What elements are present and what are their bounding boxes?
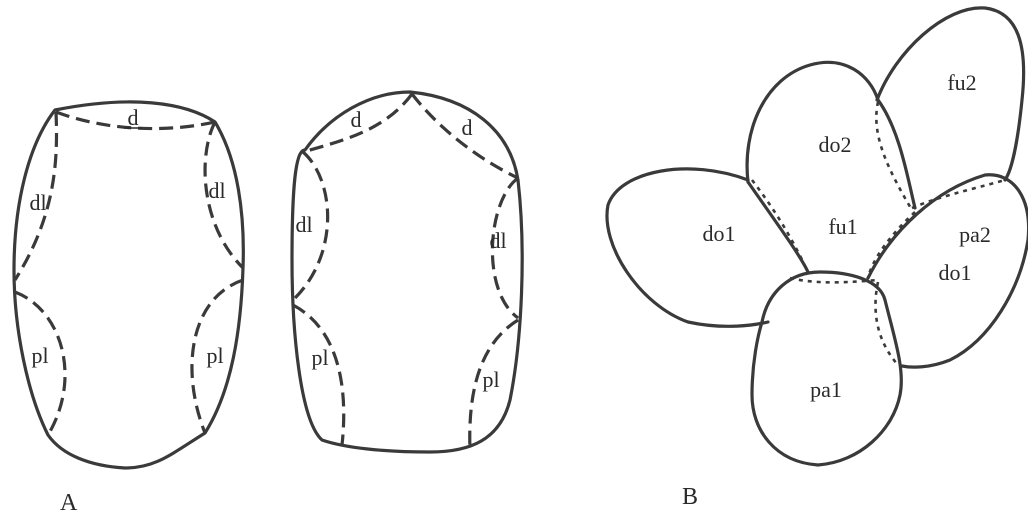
panel-b-label: B <box>682 484 698 510</box>
panel-b-diagram: fu2 do2 fu1 do1 pa2 do1 pa1 <box>605 6 1028 467</box>
right-shape-dl-right-dash <box>490 176 520 320</box>
right-shape-outline <box>290 90 524 454</box>
petal-pa1-outline <box>750 270 903 467</box>
label-do1-left: do1 <box>703 221 736 246</box>
label-pa2: pa2 <box>959 222 991 247</box>
right-shape-dl-left-dash <box>291 150 330 302</box>
right-shape-pl-right-dash <box>468 318 519 451</box>
label-left-pl-left: pl <box>31 343 48 368</box>
petal-pa2-outline <box>866 173 1028 369</box>
left-shape-pl-left-dash <box>14 290 67 436</box>
label-right-pl-right: pl <box>482 367 499 392</box>
petal-fu2-outline <box>875 6 1026 182</box>
label-do2: do2 <box>819 132 852 157</box>
label-left-d: d <box>128 105 139 130</box>
left-shape-dl-right-dash <box>203 121 245 270</box>
overlap-dotted-do1-left <box>750 179 810 273</box>
petal-do1-left-outline <box>605 167 770 328</box>
label-do1-right: do1 <box>939 260 972 285</box>
overlap-dotted-do2-fu1 <box>875 101 914 211</box>
panel-a-right-shape: d d dl dl pl pl <box>290 90 524 454</box>
panel-a-left-shape: d dl dl pl pl <box>12 100 245 470</box>
right-shape-pl-left-dash <box>292 303 346 446</box>
right-shape-d-left-dash <box>302 93 414 154</box>
label-right-dl-right: dl <box>489 228 506 253</box>
left-shape-pl-right-dash <box>190 278 244 434</box>
label-left-dl-left: dl <box>29 190 46 215</box>
overlap-dotted-pa1-top <box>789 276 879 284</box>
label-pa1: pa1 <box>810 377 842 402</box>
petal-do2-outline <box>745 60 917 210</box>
label-left-dl-right: dl <box>208 178 225 203</box>
overlap-dotted-pa2-top <box>911 178 1006 210</box>
right-shape-d-right-dash <box>410 93 519 180</box>
left-shape-dl-left-dash <box>13 111 59 281</box>
label-fu1: fu1 <box>828 214 857 239</box>
panel-a-label: A <box>60 490 78 516</box>
label-right-pl-left: pl <box>311 345 328 370</box>
label-right-d-right: d <box>462 115 473 140</box>
label-left-pl-right: pl <box>206 343 223 368</box>
left-shape-outline <box>12 100 245 470</box>
label-right-dl-left: dl <box>295 212 312 237</box>
petal-fu1-left-edge <box>746 180 810 274</box>
label-fu2: fu2 <box>947 70 976 95</box>
overlap-dotted-pa1-right <box>874 281 899 366</box>
label-right-d-left: d <box>351 107 362 132</box>
overlap-dotted-pa2-left <box>866 211 916 279</box>
